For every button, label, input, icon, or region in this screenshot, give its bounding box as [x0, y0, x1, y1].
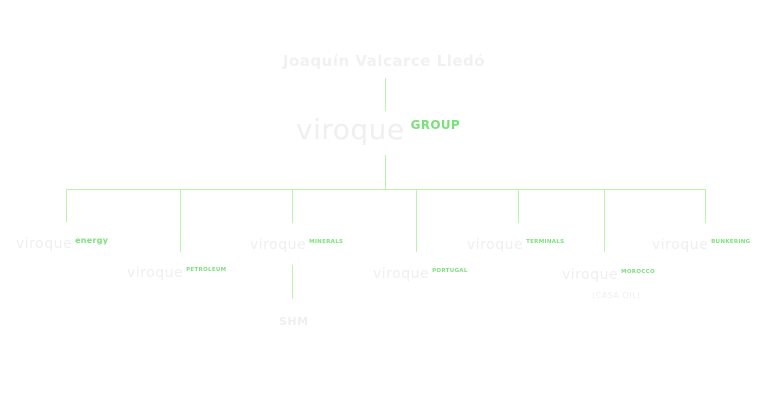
connector-minerals-shm: [292, 265, 293, 299]
morocco-logo-suffix: MOROCCO: [621, 269, 655, 275]
connector-bunkering: [705, 189, 706, 223]
minerals-logo-word: viroque: [250, 237, 307, 253]
petroleum-logo-suffix: PETROLEUM: [186, 267, 227, 273]
connector-petroleum: [180, 189, 181, 252]
owner-name: Joaquín Valcarce Lledó: [282, 52, 486, 70]
portugal-logo-word: viroque: [373, 266, 430, 282]
group-logo: viroque GROUP: [296, 116, 460, 144]
group-logo-word: viroque: [296, 113, 405, 146]
minerals-logo-suffix: MINERALS: [309, 239, 344, 245]
connector-minerals: [292, 189, 293, 223]
bunkering-logo-suffix: BUNKERING: [711, 239, 751, 245]
portugal-logo: viroque PORTUGAL: [373, 267, 468, 281]
minerals-logo: viroque MINERALS: [250, 238, 343, 252]
connector-energy: [66, 189, 67, 222]
energy-logo-suffix: energy: [75, 236, 109, 245]
connector-owner-group: [385, 78, 386, 111]
portugal-logo-suffix: PORTUGAL: [432, 268, 468, 274]
morocco-logo-word: viroque: [562, 267, 619, 283]
shm-label: SHM: [279, 315, 309, 328]
petroleum-logo: viroque PETROLEUM: [127, 266, 226, 280]
bunkering-logo-word: viroque: [652, 237, 709, 253]
energy-logo: viroque energy: [16, 236, 108, 251]
bunkering-logo: viroque BUNKERING: [652, 238, 750, 252]
petroleum-logo-word: viroque: [127, 265, 184, 281]
morocco-logo: viroque MOROCCO: [562, 268, 655, 282]
connector-terminals: [518, 189, 519, 223]
connector-portugal: [416, 189, 417, 252]
connector-group-bus: [385, 155, 386, 189]
terminals-logo-word: viroque: [467, 237, 524, 253]
connector-bus: [66, 189, 706, 190]
energy-logo-word: viroque: [16, 236, 73, 252]
terminals-logo: viroque TERMINALS: [467, 238, 564, 252]
casa-oil-label: (CASA OIL): [592, 291, 641, 300]
group-logo-suffix: GROUP: [410, 118, 460, 132]
connector-morocco: [604, 189, 605, 252]
terminals-logo-suffix: TERMINALS: [526, 239, 565, 245]
